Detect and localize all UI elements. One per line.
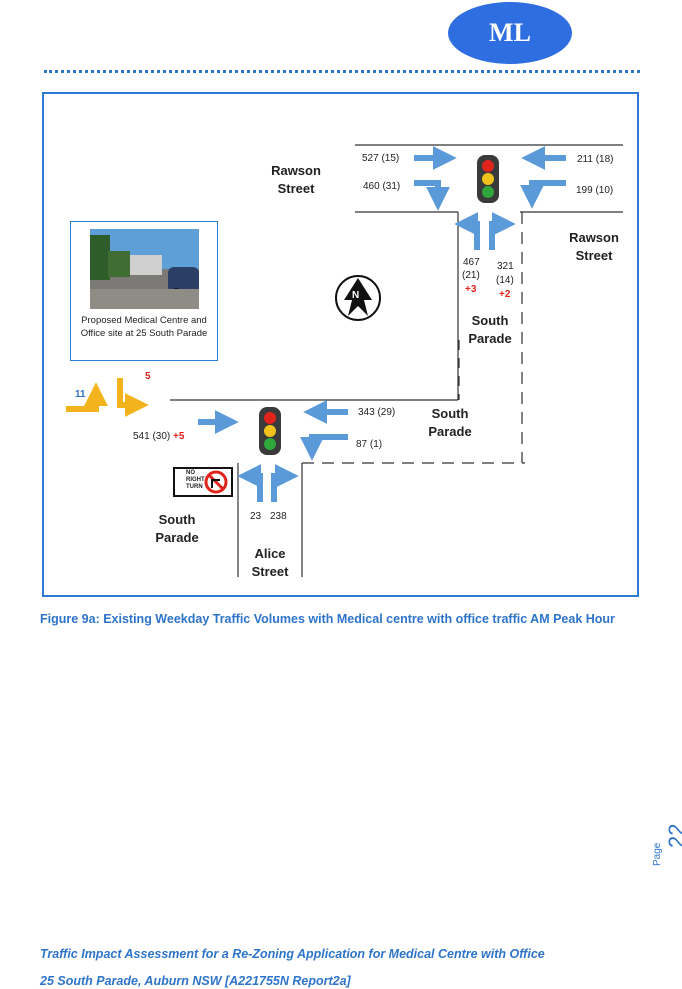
volume-321-added: +2: [499, 289, 511, 300]
site-photo: [90, 229, 199, 309]
site-volume-in: 11: [75, 389, 86, 400]
volume-467: 467: [463, 257, 480, 268]
volume-23: 23: [250, 511, 262, 522]
south-parade-label-north: South Parade: [468, 313, 512, 346]
volume-467-heavy: (21): [462, 270, 480, 281]
volume-467-added: +3: [465, 284, 477, 295]
volume-541-value: 541 (30): [133, 431, 171, 442]
svg-text:N: N: [352, 290, 359, 301]
volume-541: 541 (30) +5: [133, 431, 184, 442]
page-word: Page: [652, 842, 663, 866]
alice-street-label: Alice Street: [251, 546, 289, 579]
north-arrow-icon: N: [335, 275, 381, 321]
south-parade-label-left: South Parade: [155, 512, 199, 545]
page-number: Page 22: [650, 808, 682, 868]
volume-321-heavy: (14): [496, 275, 514, 286]
traffic-light-north: [477, 155, 499, 203]
volume-343: 343 (29): [358, 407, 396, 418]
footer-line-1: Traffic Impact Assessment for a Re-Zonin…: [40, 947, 545, 961]
volume-321: 321: [497, 261, 514, 272]
volume-87: 87 (1): [356, 439, 383, 450]
volume-211: 211 (18): [577, 154, 614, 165]
sign-text: NO RIGHT TURN: [186, 470, 205, 490]
rawson-street-label-left: Rawson Street: [271, 163, 321, 196]
south-parade-label-mid: South Parade: [428, 406, 472, 439]
rawson-street-label-right: Rawson Street: [569, 230, 619, 263]
road-kerbs: [170, 144, 623, 577]
volume-460: 460 (31): [363, 181, 401, 192]
page-number-value: 22: [664, 823, 682, 848]
movement-arrows: [198, 146, 566, 502]
volume-527: 527 (15): [362, 153, 400, 164]
site-volume-out: 5: [145, 371, 151, 382]
dotted-divider: [44, 70, 640, 73]
footer-line-2: 25 South Parade, Auburn NSW [A221755N Re…: [40, 974, 351, 988]
ml-logo: ML: [448, 2, 572, 64]
site-photo-panel: Proposed Medical Centre and Office site …: [70, 221, 218, 361]
no-right-turn-sign-icon: [173, 467, 233, 497]
logo-text: ML: [489, 18, 531, 47]
figure-caption: Figure 9a: Existing Weekday Traffic Volu…: [40, 612, 615, 626]
figure-frame: [42, 92, 639, 597]
volume-541-added: +5: [173, 431, 185, 442]
intersection-diagram: N: [66, 144, 623, 577]
volume-199: 199 (10): [576, 185, 614, 196]
photo-caption: Proposed Medical Centre and Office site …: [80, 315, 208, 339]
volume-238: 238: [270, 511, 287, 522]
traffic-light-south: [259, 407, 281, 455]
site-access-arrows: [66, 378, 149, 417]
